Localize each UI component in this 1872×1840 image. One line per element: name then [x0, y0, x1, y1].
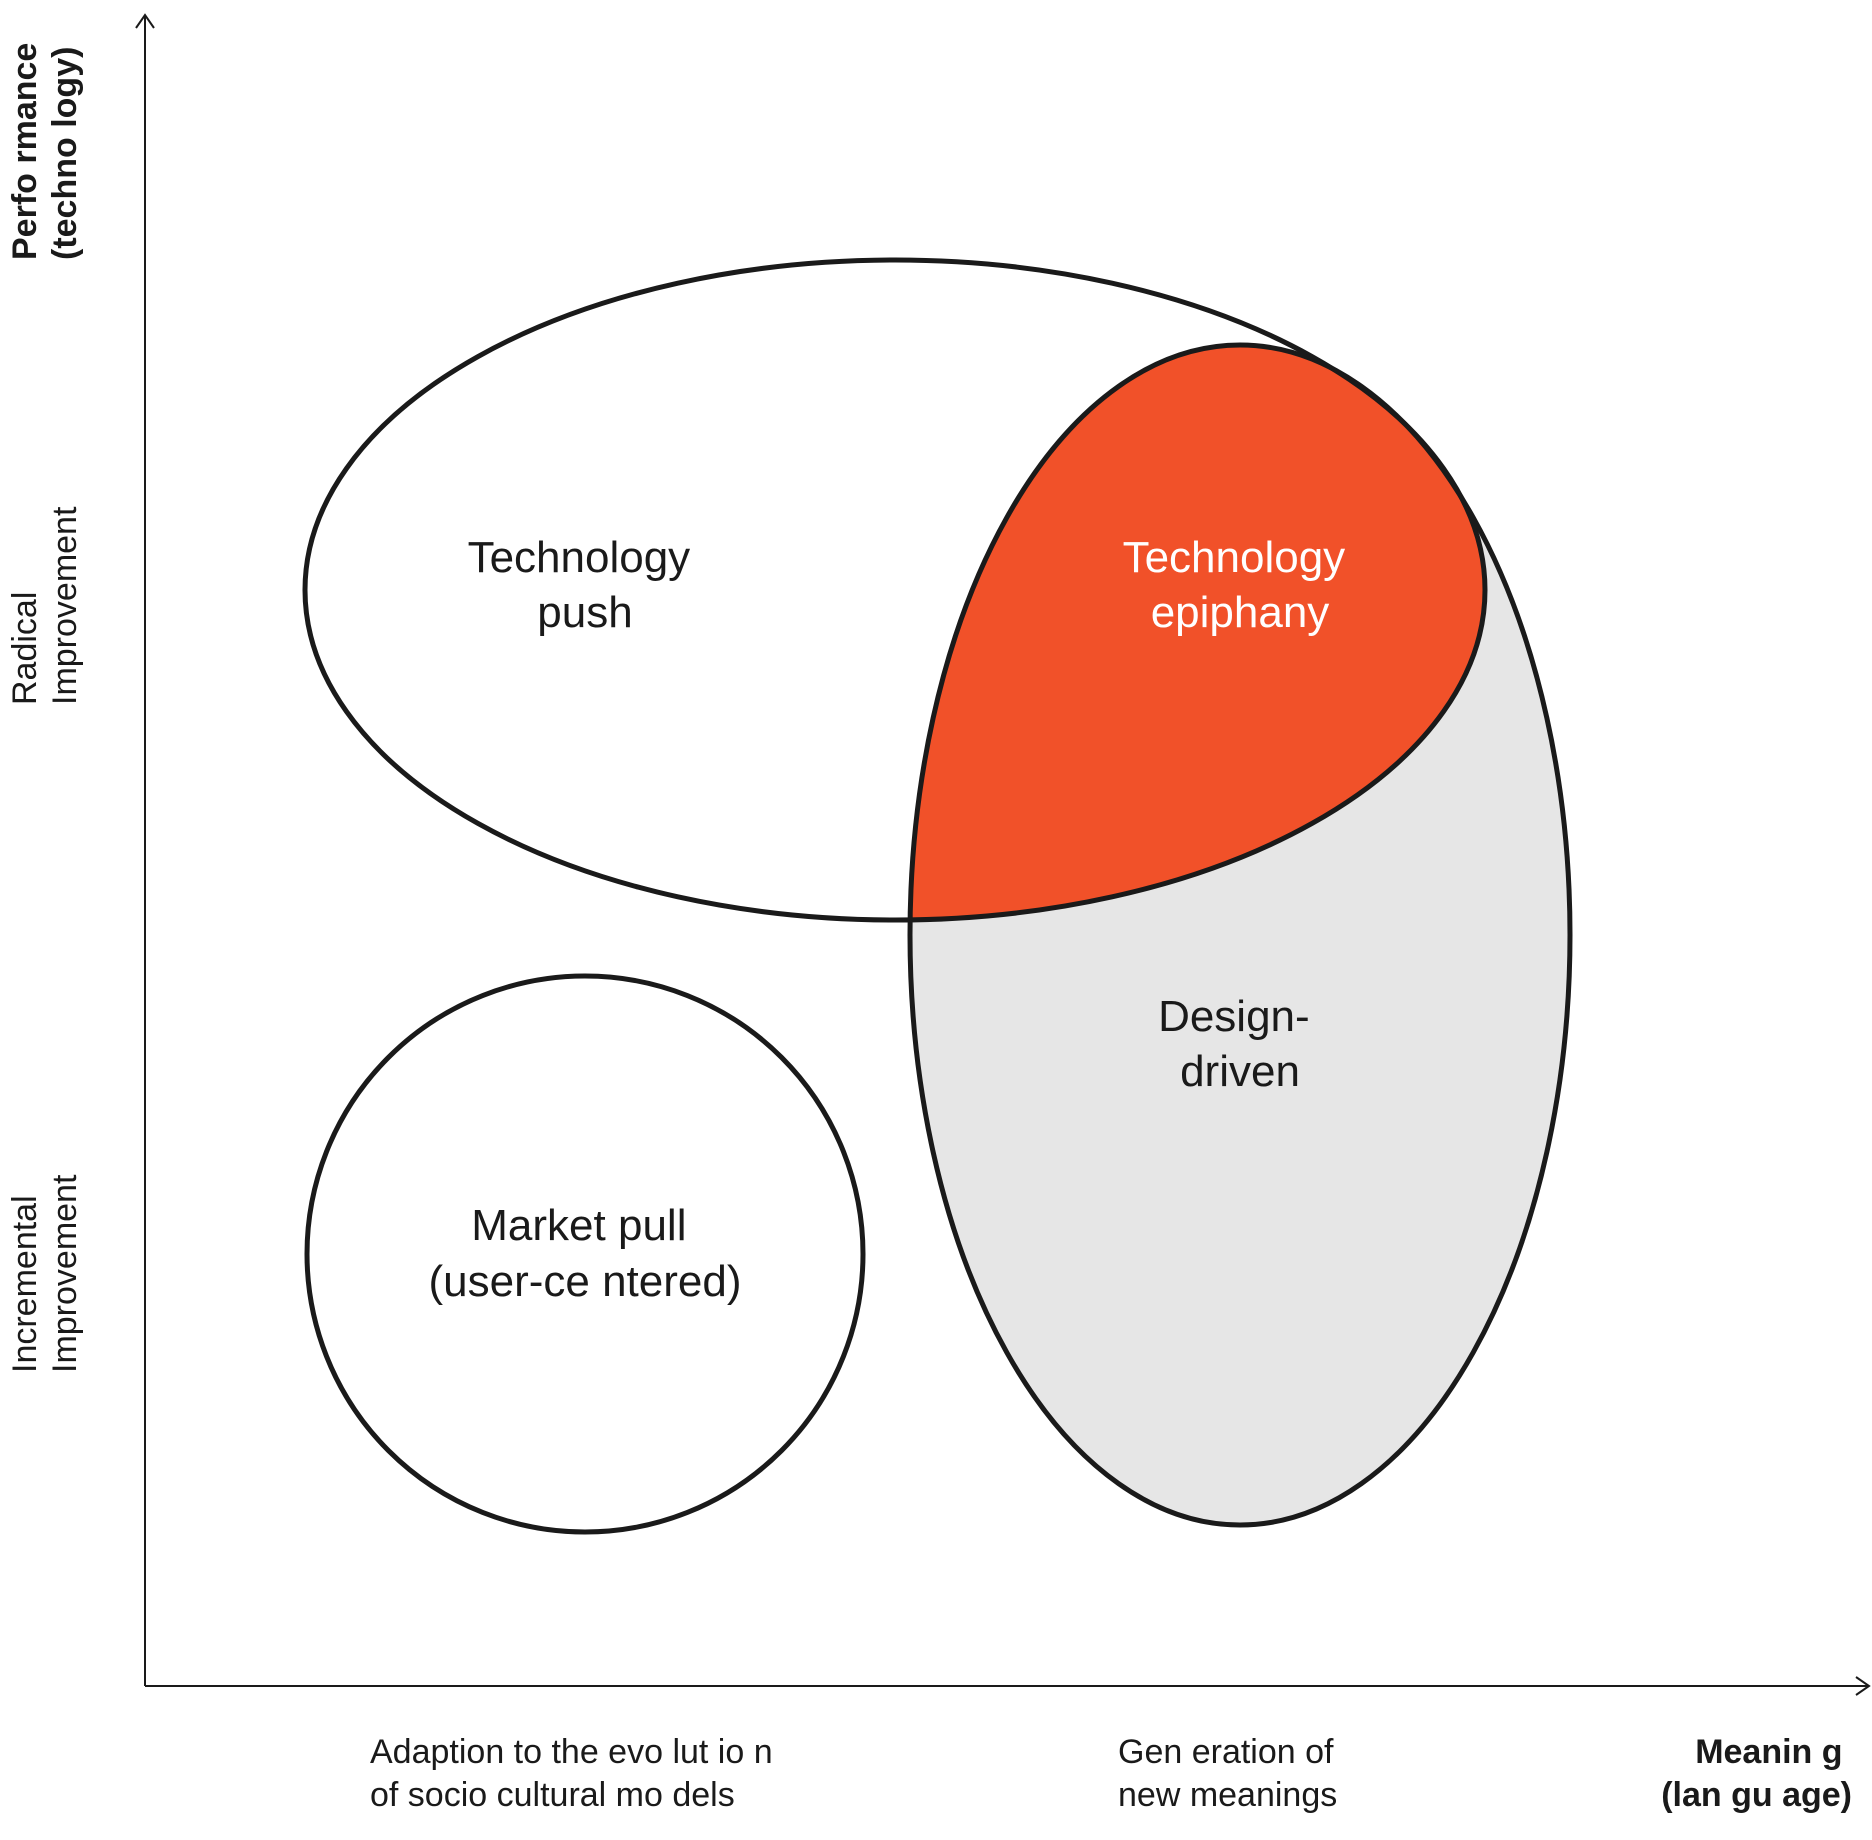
design-driven-label-line1: Design- — [1158, 992, 1310, 1041]
technology-epiphany-region — [910, 345, 1485, 920]
design-driven-label-line2: driven — [1180, 1047, 1300, 1096]
x-axis-title: Meanin g (lan gu age) — [1661, 1733, 1852, 1814]
market-pull-label: Market pull (user-ce ntered) — [428, 1201, 741, 1306]
design-driven-outline — [907, 342, 1573, 1528]
x-axis-left-label: Adaption to the evo lut io n of socio cu… — [370, 1733, 782, 1814]
y-axis-radical-line2: Improvement — [46, 506, 84, 705]
x-axis-title-line2: (lan gu age) — [1661, 1776, 1852, 1814]
technology-epiphany-label: Technology epiphany — [1123, 533, 1358, 637]
design-driven-label: Design- driven — [1158, 992, 1322, 1096]
market-pull-label-line2: (user-ce ntered) — [428, 1257, 741, 1306]
y-axis-incremental-line2: Improvement — [46, 1174, 84, 1373]
y-axis-incremental-line1: Incremental — [6, 1195, 44, 1373]
x-axis-title-line1: Meanin g — [1695, 1733, 1842, 1771]
y-axis-title-line1: Perfo rmance — [6, 43, 44, 260]
y-axis-arrowhead — [135, 13, 155, 29]
technology-epiphany-label-line1: Technology — [1123, 533, 1346, 582]
technology-push-label: Technology push — [468, 533, 703, 637]
x-axis-right-label-line1: Gen eration of — [1118, 1733, 1334, 1771]
technology-push-label-line1: Technology — [468, 533, 691, 582]
market-pull-region — [304, 973, 866, 1535]
technology-push-outline — [302, 257, 1488, 923]
x-axis-left-label-line2: of socio cultural mo dels — [370, 1776, 735, 1814]
market-pull-label-line1: Market pull — [471, 1201, 686, 1250]
technology-epiphany-label-line2: epiphany — [1151, 588, 1330, 637]
x-axis-arrowhead — [1855, 1676, 1871, 1696]
x-axis-right-label-line2: new meanings — [1118, 1776, 1337, 1814]
y-axis-title-line2: (techno logy) — [46, 47, 84, 260]
x-axis-right-label: Gen eration of new meanings — [1118, 1733, 1343, 1814]
technology-push-label-line2: push — [537, 588, 632, 637]
y-axis-radical-line1: Radical — [6, 592, 44, 705]
x-axis-left-label-line1: Adaption to the evo lut io n — [370, 1733, 773, 1771]
